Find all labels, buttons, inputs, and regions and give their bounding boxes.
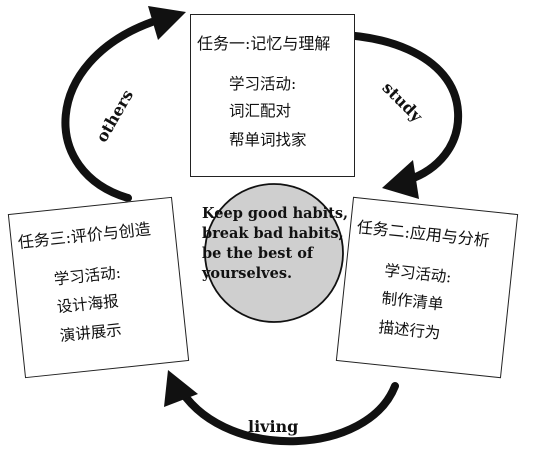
arrow-living: [164, 370, 399, 446]
arrow-others: [61, 6, 186, 202]
arrow-living-head: [164, 370, 198, 407]
task-1-title: 任务一:记忆与理解: [197, 34, 331, 53]
task-1-activity-heading: 学习活动:: [229, 75, 297, 93]
center-line-1: Keep good habits,: [202, 205, 349, 222]
task-1-activity-1: 词汇配对: [229, 102, 292, 120]
task-3-activity-heading: 学习活动:: [52, 263, 122, 289]
task-box-2: 任务二:应用与分析 学习活动: 制作清单 描述行为: [335, 196, 519, 379]
task-2-activity-2: 描述行为: [377, 318, 442, 343]
center-slogan: Keep good habits, break bad habits, be t…: [202, 204, 352, 284]
arrow-living-label: living: [248, 417, 299, 436]
task-3-activity-1: 设计海报: [55, 292, 120, 317]
task-2-title: 任务二:应用与分析: [355, 217, 491, 251]
task-3-title: 任务三:评价与创造: [16, 219, 152, 253]
task-2-activity-heading: 学习活动:: [383, 261, 453, 287]
task-2-activity-1: 制作清单: [380, 289, 445, 314]
task-box-3: 任务三:评价与创造 学习活动: 设计海报 演讲展示: [7, 196, 190, 379]
center-line-2: break bad habits,: [202, 225, 344, 242]
task-box-1: 任务一:记忆与理解 学习活动: 词汇配对 帮单词找家: [190, 14, 355, 177]
task-3-activity-2: 演讲展示: [58, 320, 123, 346]
arrow-study: [300, 30, 463, 199]
center-circle: [204, 183, 344, 323]
task-1-activity-2: 帮单词找家: [229, 131, 307, 149]
center-line-4: yourselves.: [202, 265, 293, 282]
arrow-study-head: [382, 160, 419, 199]
arrow-others-head: [148, 6, 186, 40]
center-line-3: be the best of: [202, 245, 314, 262]
